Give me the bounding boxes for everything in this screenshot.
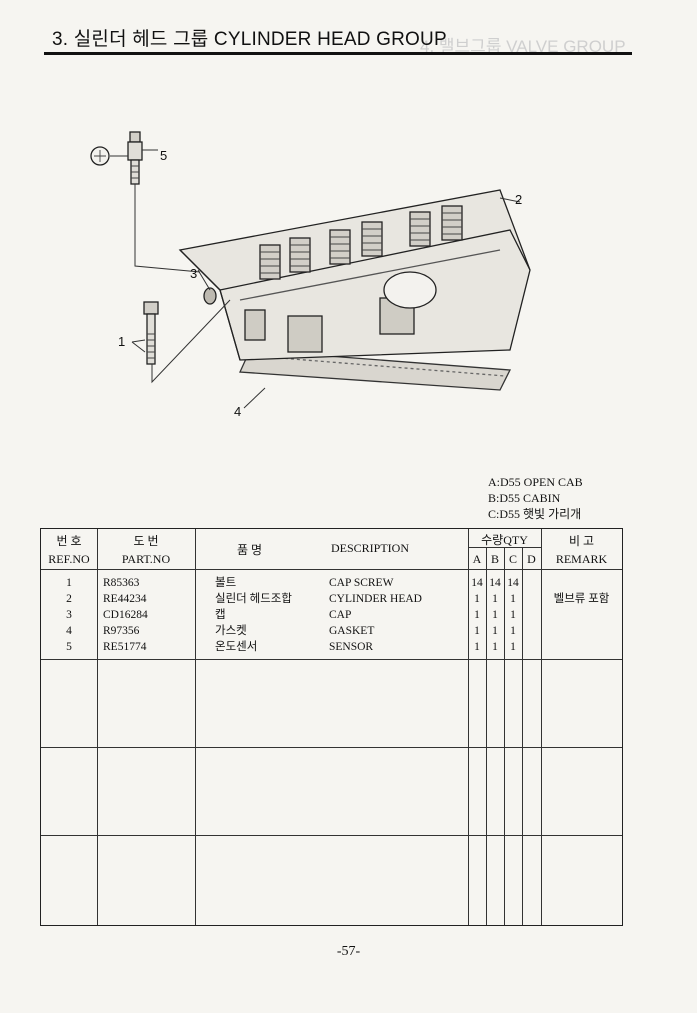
header-remark-ko: 비 고 bbox=[568, 534, 595, 548]
row-5-name-ko: 온도센서 bbox=[215, 641, 258, 653]
column-divider bbox=[541, 529, 542, 925]
header-qty-d: D bbox=[527, 552, 536, 566]
title-rule bbox=[44, 52, 632, 55]
header-qty-a: A bbox=[472, 552, 482, 566]
row-3-part: CD16284 bbox=[103, 609, 148, 621]
legend-item-b: B:D55 CABIN bbox=[488, 491, 561, 505]
column-divider bbox=[195, 529, 196, 925]
row-1-ref: 1 bbox=[66, 577, 72, 589]
row-1-desc: CAP SCREW bbox=[329, 577, 394, 589]
column-divider bbox=[486, 547, 487, 925]
qty-header-divider bbox=[468, 547, 541, 548]
row-3-desc: CAP bbox=[329, 609, 352, 621]
row-4-qty-c: 1 bbox=[510, 625, 516, 637]
header-part-en: PART.NO bbox=[121, 552, 171, 566]
model-legend: A:D55 OPEN CAB B:D55 CABIN C:D55 햇빛 가리개 bbox=[488, 474, 583, 522]
row-2-desc: CYLINDER HEAD bbox=[329, 593, 422, 605]
header-qty-b: B bbox=[490, 552, 499, 566]
callout-2: 2 bbox=[515, 192, 523, 207]
row-group-divider bbox=[41, 835, 622, 836]
callout-5: 5 bbox=[160, 148, 168, 163]
parts-table: 번 호 REF.NO 도 번 PART.NO 품 명 DESCRIPTION 수… bbox=[40, 528, 623, 926]
row-1-qty-b: 14 bbox=[489, 577, 501, 589]
row-3-name-ko: 캡 bbox=[215, 609, 226, 621]
column-divider bbox=[504, 547, 505, 925]
row-2-qty-a: 1 bbox=[474, 593, 480, 605]
row-2-name-ko: 실린더 헤드조합 bbox=[215, 593, 292, 605]
row-1-part: R85363 bbox=[103, 577, 140, 589]
row-group-divider bbox=[41, 747, 622, 748]
row-3-qty-c: 1 bbox=[510, 609, 516, 621]
row-4-name-ko: 가스켓 bbox=[215, 625, 247, 637]
callout-3: 3 bbox=[190, 266, 198, 281]
header-bottom-rule bbox=[41, 569, 622, 570]
row-4-part: R97356 bbox=[103, 625, 140, 637]
row-4-ref: 4 bbox=[66, 625, 72, 637]
row-5-desc: SENSOR bbox=[329, 641, 374, 653]
row-3-ref: 3 bbox=[66, 609, 72, 621]
page-title: 3. 실린더 헤드 그룹 CYLINDER HEAD GROUP bbox=[52, 29, 447, 50]
column-divider bbox=[522, 547, 523, 925]
cylinder-head-illustration bbox=[90, 131, 531, 409]
column-divider bbox=[468, 529, 469, 925]
row-4-desc: GASKET bbox=[329, 625, 375, 637]
header-qty: 수량QTY bbox=[468, 531, 541, 548]
row-4-qty-a: 1 bbox=[474, 625, 480, 637]
callout-1: 1 bbox=[118, 334, 126, 349]
row-5-qty-a: 1 bbox=[474, 641, 480, 653]
row-2-part: RE44234 bbox=[103, 593, 147, 605]
row-5-qty-b: 1 bbox=[492, 641, 498, 653]
row-group-divider bbox=[41, 659, 622, 660]
row-1-name-ko: 볼트 bbox=[215, 577, 237, 589]
row-2-qty-b: 1 bbox=[492, 593, 498, 605]
header-description: DESCRIPTION bbox=[331, 541, 410, 555]
row-4-qty-b: 1 bbox=[492, 625, 498, 637]
header-ref-ko: 번 호 bbox=[56, 534, 82, 548]
header-part-ko: 도 번 bbox=[133, 534, 159, 548]
row-5-ref: 5 bbox=[66, 641, 72, 653]
header-remark-en: REMARK bbox=[555, 552, 608, 566]
bleed-through-title: 4. 밸브그룹 VALVE GROUP bbox=[420, 37, 626, 56]
callout-4: 4 bbox=[234, 404, 242, 419]
header-name-ko: 품 명 bbox=[237, 543, 263, 557]
header-qty-en: QTY bbox=[503, 533, 528, 547]
legend-item-a: A:D55 OPEN CAB bbox=[488, 475, 583, 489]
legend-item-c: C:D55 햇빛 가리개 bbox=[488, 507, 582, 521]
row-1-qty-a: 14 bbox=[471, 577, 483, 589]
row-5-qty-c: 1 bbox=[510, 641, 516, 653]
temperature-sensor-illustration bbox=[90, 131, 143, 185]
header-ref-en: REF.NO bbox=[48, 552, 90, 566]
header-qty-ko: 수량 bbox=[481, 533, 504, 547]
row-5-part: RE51774 bbox=[103, 641, 147, 653]
column-divider bbox=[97, 529, 98, 925]
header-qty-c: C bbox=[508, 552, 517, 566]
row-2-qty-c: 1 bbox=[510, 593, 516, 605]
row-2-ref: 2 bbox=[66, 593, 72, 605]
cap-screw-illustration bbox=[143, 301, 159, 365]
row-2-remark: 벨브류 포함 bbox=[553, 593, 610, 605]
row-1-qty-c: 14 bbox=[507, 577, 519, 589]
cylinder-head-diagram bbox=[90, 131, 531, 409]
row-3-qty-a: 1 bbox=[474, 609, 480, 621]
row-3-qty-b: 1 bbox=[492, 609, 498, 621]
page-number: -57- bbox=[336, 944, 361, 959]
